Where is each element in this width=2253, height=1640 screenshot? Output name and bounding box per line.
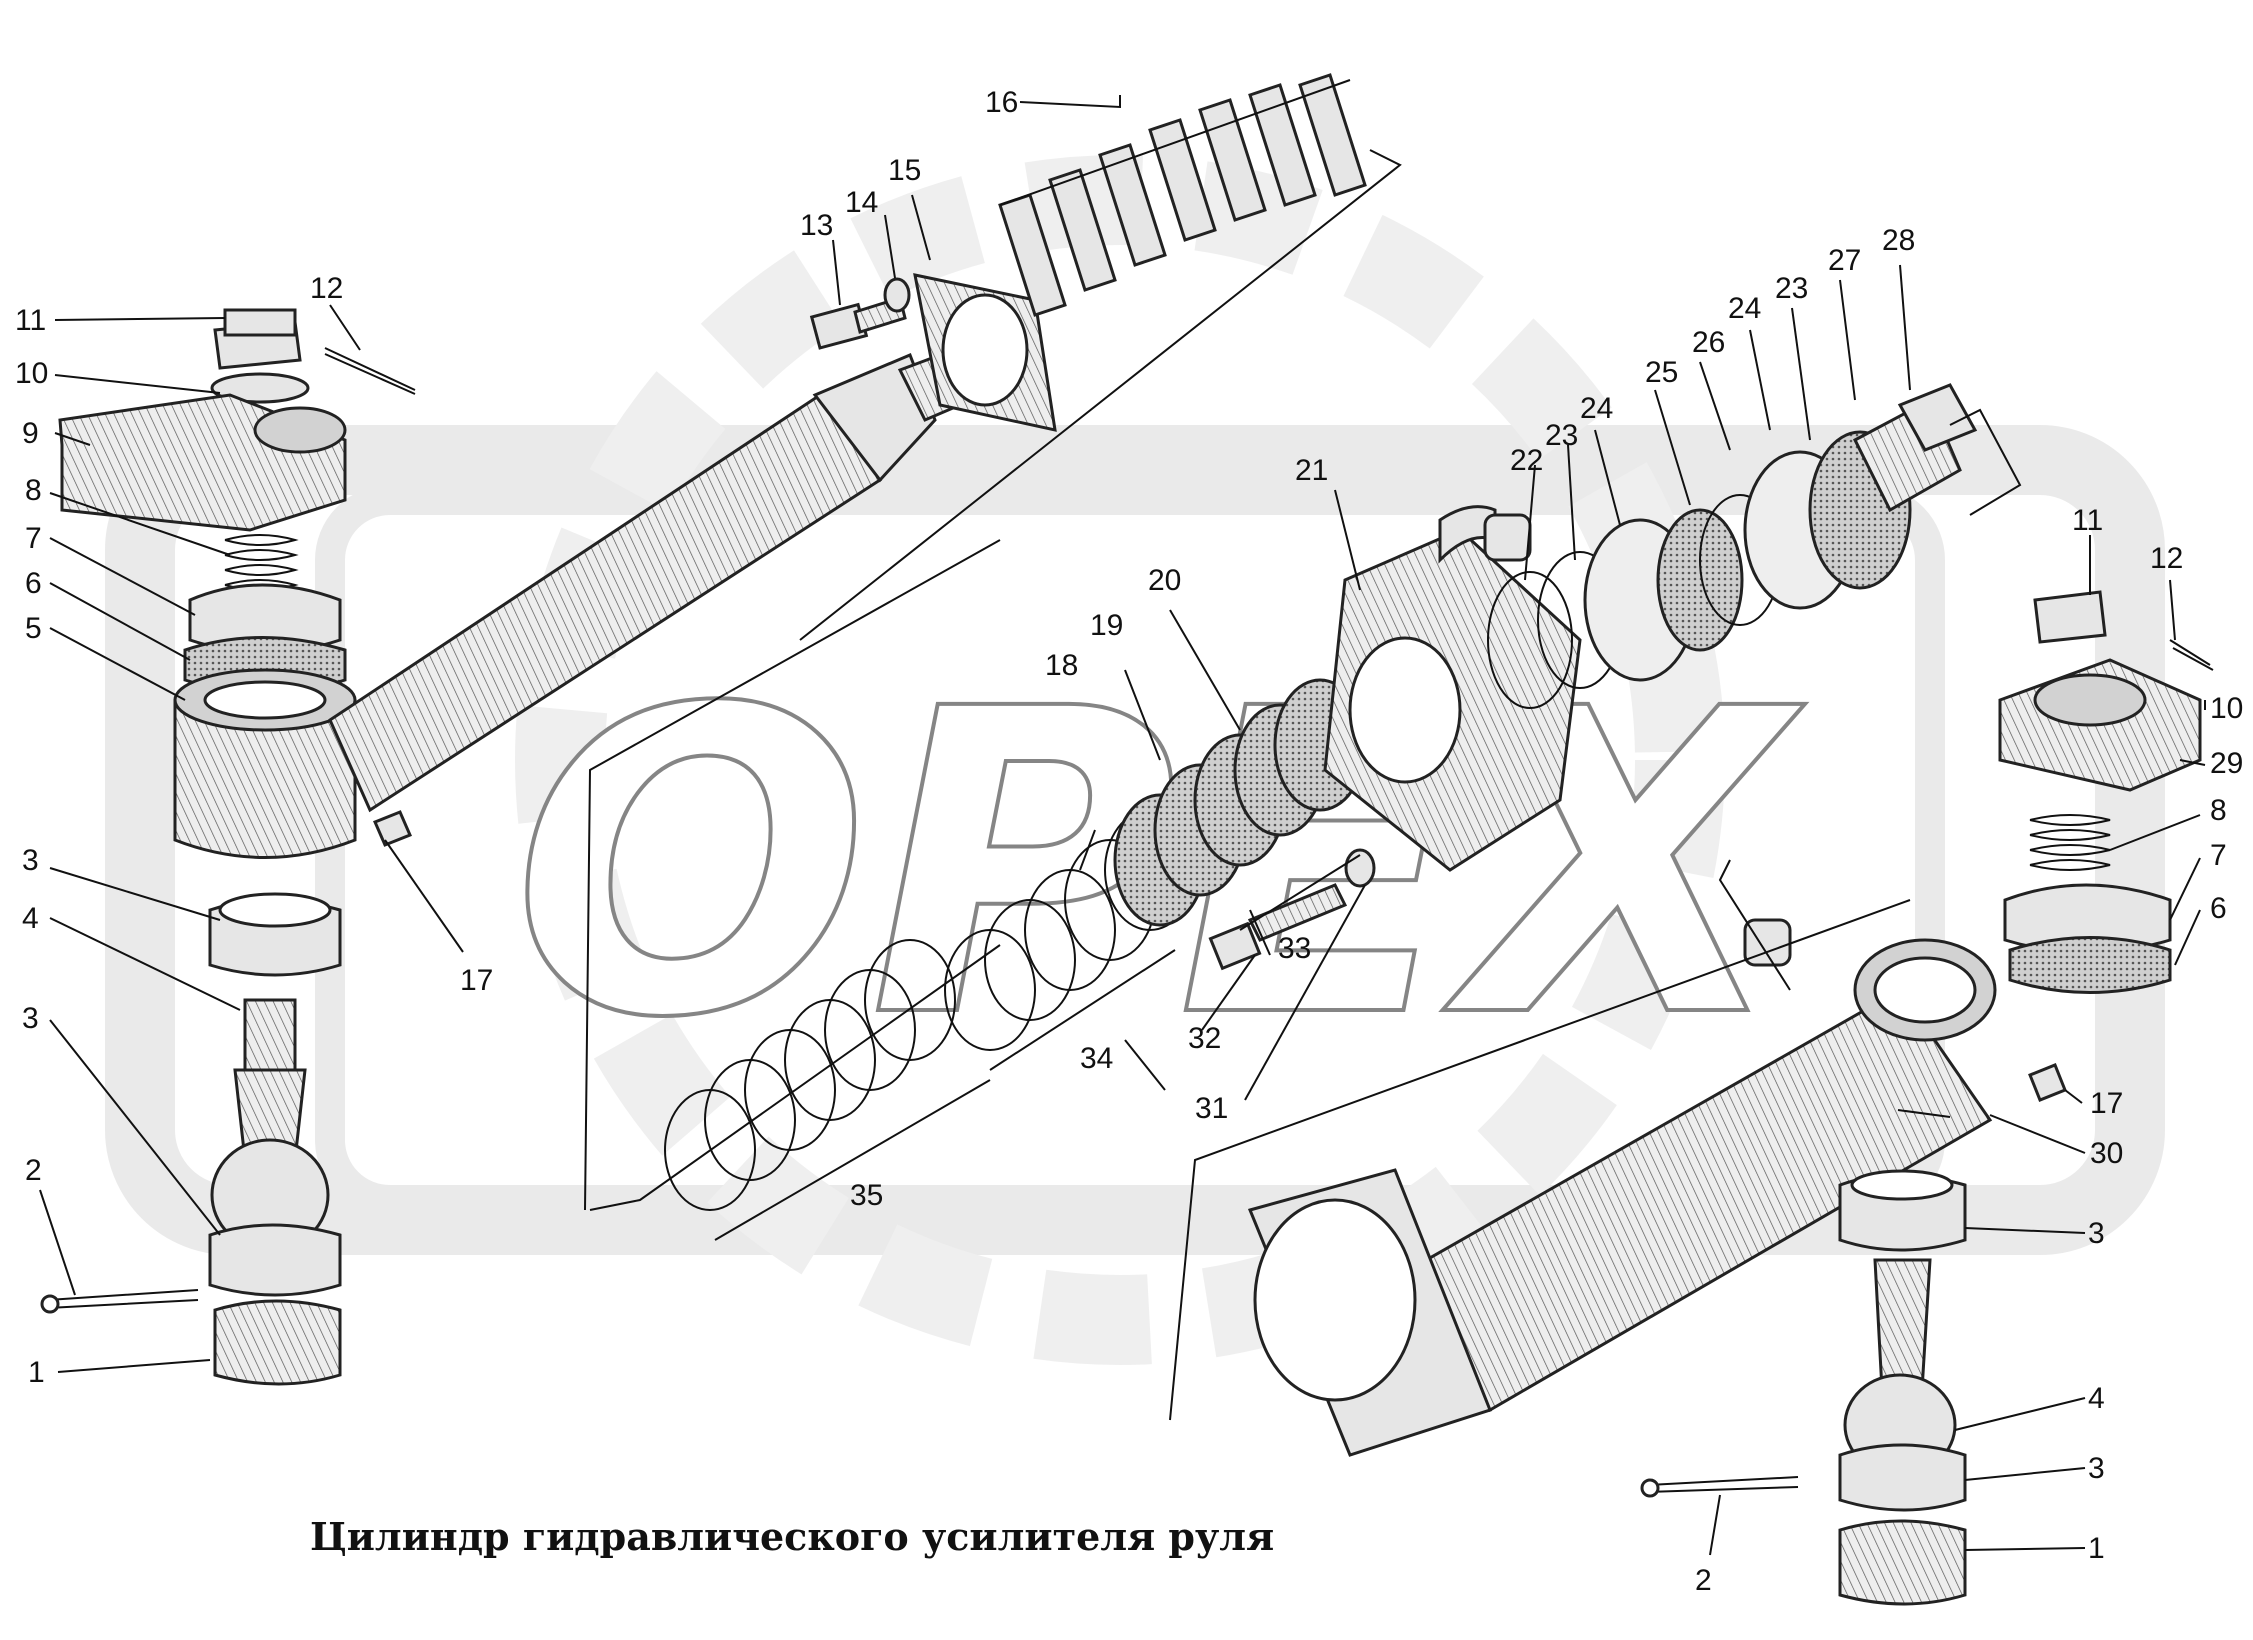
label-15: 15	[888, 154, 921, 187]
label-17-left: 17	[460, 964, 493, 997]
label-2-left: 2	[25, 1154, 42, 1187]
label-8-right: 8	[2210, 794, 2227, 827]
label-3-right-top: 3	[2088, 1217, 2105, 1250]
label-14: 14	[845, 186, 878, 219]
label-33: 33	[1278, 932, 1311, 965]
label-9: 9	[22, 417, 39, 450]
label-30: 30	[2090, 1137, 2123, 1170]
label-5: 5	[25, 612, 42, 645]
label-27: 27	[1828, 244, 1861, 277]
label-6-right: 6	[2210, 892, 2227, 925]
label-11-left: 11	[15, 304, 46, 337]
label-13: 13	[800, 209, 833, 242]
label-1-left: 1	[28, 1356, 45, 1389]
label-4-right: 4	[2088, 1382, 2105, 1415]
label-34: 34	[1080, 1042, 1113, 1075]
piston-seals	[1487, 383, 2022, 709]
label-25: 25	[1645, 356, 1678, 389]
right-rod-end	[1640, 590, 2214, 1606]
label-3-left-top: 3	[22, 844, 39, 877]
gasket-stack	[799, 73, 1402, 641]
label-11-right: 11	[2072, 504, 2103, 537]
label-7-left: 7	[25, 522, 42, 555]
label-20: 20	[1148, 564, 1181, 597]
label-29: 29	[2210, 747, 2243, 780]
cylinder-body	[1247, 918, 1997, 1457]
label-24-left: 24	[1580, 392, 1613, 425]
label-12-left: 12	[310, 272, 343, 305]
label-10-left: 10	[15, 357, 48, 390]
spring-34	[944, 809, 1196, 1051]
label-32: 32	[1188, 1022, 1221, 1055]
spring-33	[1113, 678, 1367, 927]
label-3-left-bottom: 3	[22, 1002, 39, 1035]
diagram-title: Цилиндр гидравлического усилителя руля	[310, 1514, 1274, 1559]
spring-35	[664, 939, 956, 1211]
label-3-right-bottom: 3	[2088, 1452, 2105, 1485]
top-flange-group	[809, 273, 1057, 432]
label-21: 21	[1295, 454, 1328, 487]
label-31: 31	[1195, 1092, 1228, 1125]
label-17-right: 17	[2090, 1087, 2123, 1120]
label-28: 28	[1882, 224, 1915, 257]
label-1-right: 1	[2088, 1532, 2105, 1565]
label-18: 18	[1045, 649, 1078, 682]
cylinder-flange	[1323, 505, 1582, 872]
label-19: 19	[1090, 609, 1123, 642]
label-10-right: 10	[2210, 692, 2243, 725]
label-12-right: 12	[2150, 542, 2183, 575]
left-rod-end	[40, 308, 416, 1386]
label-24-right: 24	[1728, 292, 1761, 325]
label-7-right: 7	[2210, 839, 2227, 872]
spring-group	[664, 678, 1376, 1211]
part-labels: 1 1 2 2 3 3 3 3 4 4 5 6 6 7 7 8 8 9 10 1…	[15, 86, 2243, 1597]
label-26: 26	[1692, 326, 1725, 359]
label-16: 16	[985, 86, 1018, 119]
label-2-right: 2	[1695, 1564, 1712, 1597]
leader-lines	[39, 95, 2206, 1556]
label-35: 35	[850, 1179, 883, 1212]
label-8-left: 8	[25, 474, 42, 507]
label-23-right: 23	[1775, 272, 1808, 305]
label-6-left: 6	[25, 567, 42, 600]
label-22: 22	[1510, 444, 1543, 477]
label-4-left: 4	[22, 902, 39, 935]
label-23-left: 23	[1545, 419, 1578, 452]
